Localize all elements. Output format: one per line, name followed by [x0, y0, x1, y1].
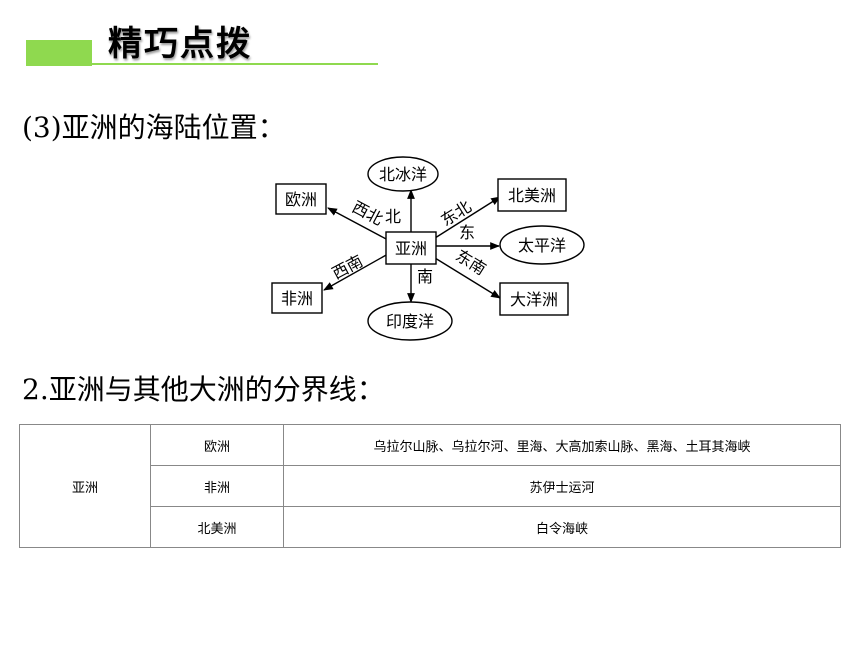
center-box	[385, 231, 437, 265]
node-south-ocean	[367, 301, 453, 341]
node-south-label: 印度洋	[386, 312, 434, 331]
table-continent-cell: 非洲	[150, 465, 284, 507]
node-northeast-label: 北美洲	[508, 186, 556, 205]
arrow-northwest	[327, 207, 389, 241]
node-north-label: 北冰洋	[379, 165, 427, 184]
table-boundary-cell: 乌拉尔山脉、乌拉尔河、里海、大高加索山脉、黑海、土耳其海峡	[283, 424, 841, 466]
header-accent-bar	[26, 40, 92, 66]
dir-northwest: 西北	[349, 197, 386, 229]
page-title: 精巧点拨	[108, 24, 252, 64]
node-east-label: 太平洋	[518, 236, 566, 255]
dir-east: 东	[459, 223, 475, 242]
table-continent-cell: 北美洲	[150, 506, 284, 548]
table-row: 北美洲 白令海峡	[20, 506, 841, 548]
section-title-location: (3)亚洲的海陆位置：	[22, 111, 286, 144]
dir-south: 南	[417, 267, 433, 286]
arrow-southwest	[323, 253, 389, 291]
asia-location-diagram: 亚洲 北冰洋 欧洲 北美洲 太平洋 非洲 印度洋 大洋洲 北 西北 东北 东 西…	[271, 156, 585, 341]
table-group-cell: 亚洲	[19, 424, 151, 548]
node-northeast-box	[497, 178, 567, 212]
table-row: 亚洲 欧洲 乌拉尔山脉、乌拉尔河、里海、大高加索山脉、黑海、土耳其海峡	[19, 424, 841, 548]
section-title-boundaries: 2.亚洲与其他大洲的分界线：	[22, 373, 385, 406]
table-boundary-cell: 苏伊士运河	[283, 465, 841, 507]
table-continent-cell: 欧洲	[150, 424, 284, 466]
node-southeast-box	[499, 282, 569, 316]
dir-southeast: 东南	[452, 246, 489, 279]
header-underline	[26, 63, 378, 65]
node-northwest-box	[275, 183, 327, 215]
node-southwest-label: 非洲	[281, 289, 313, 308]
node-northwest-label: 欧洲	[285, 190, 317, 209]
node-north-ocean	[367, 156, 439, 192]
dir-southwest: 西南	[329, 251, 366, 283]
dir-north: 北	[385, 207, 401, 226]
center-label: 亚洲	[395, 239, 427, 258]
table-boundary-cell: 白令海峡	[283, 506, 841, 548]
boundary-table: 亚洲 欧洲 乌拉尔山脉、乌拉尔河、里海、大高加索山脉、黑海、土耳其海峡 非洲 苏…	[19, 424, 841, 548]
node-southwest-box	[271, 282, 323, 314]
arrow-northeast	[434, 196, 501, 239]
node-east-ocean	[499, 225, 585, 265]
arrow-southeast	[434, 257, 501, 299]
node-southeast-label: 大洋洲	[510, 290, 558, 309]
